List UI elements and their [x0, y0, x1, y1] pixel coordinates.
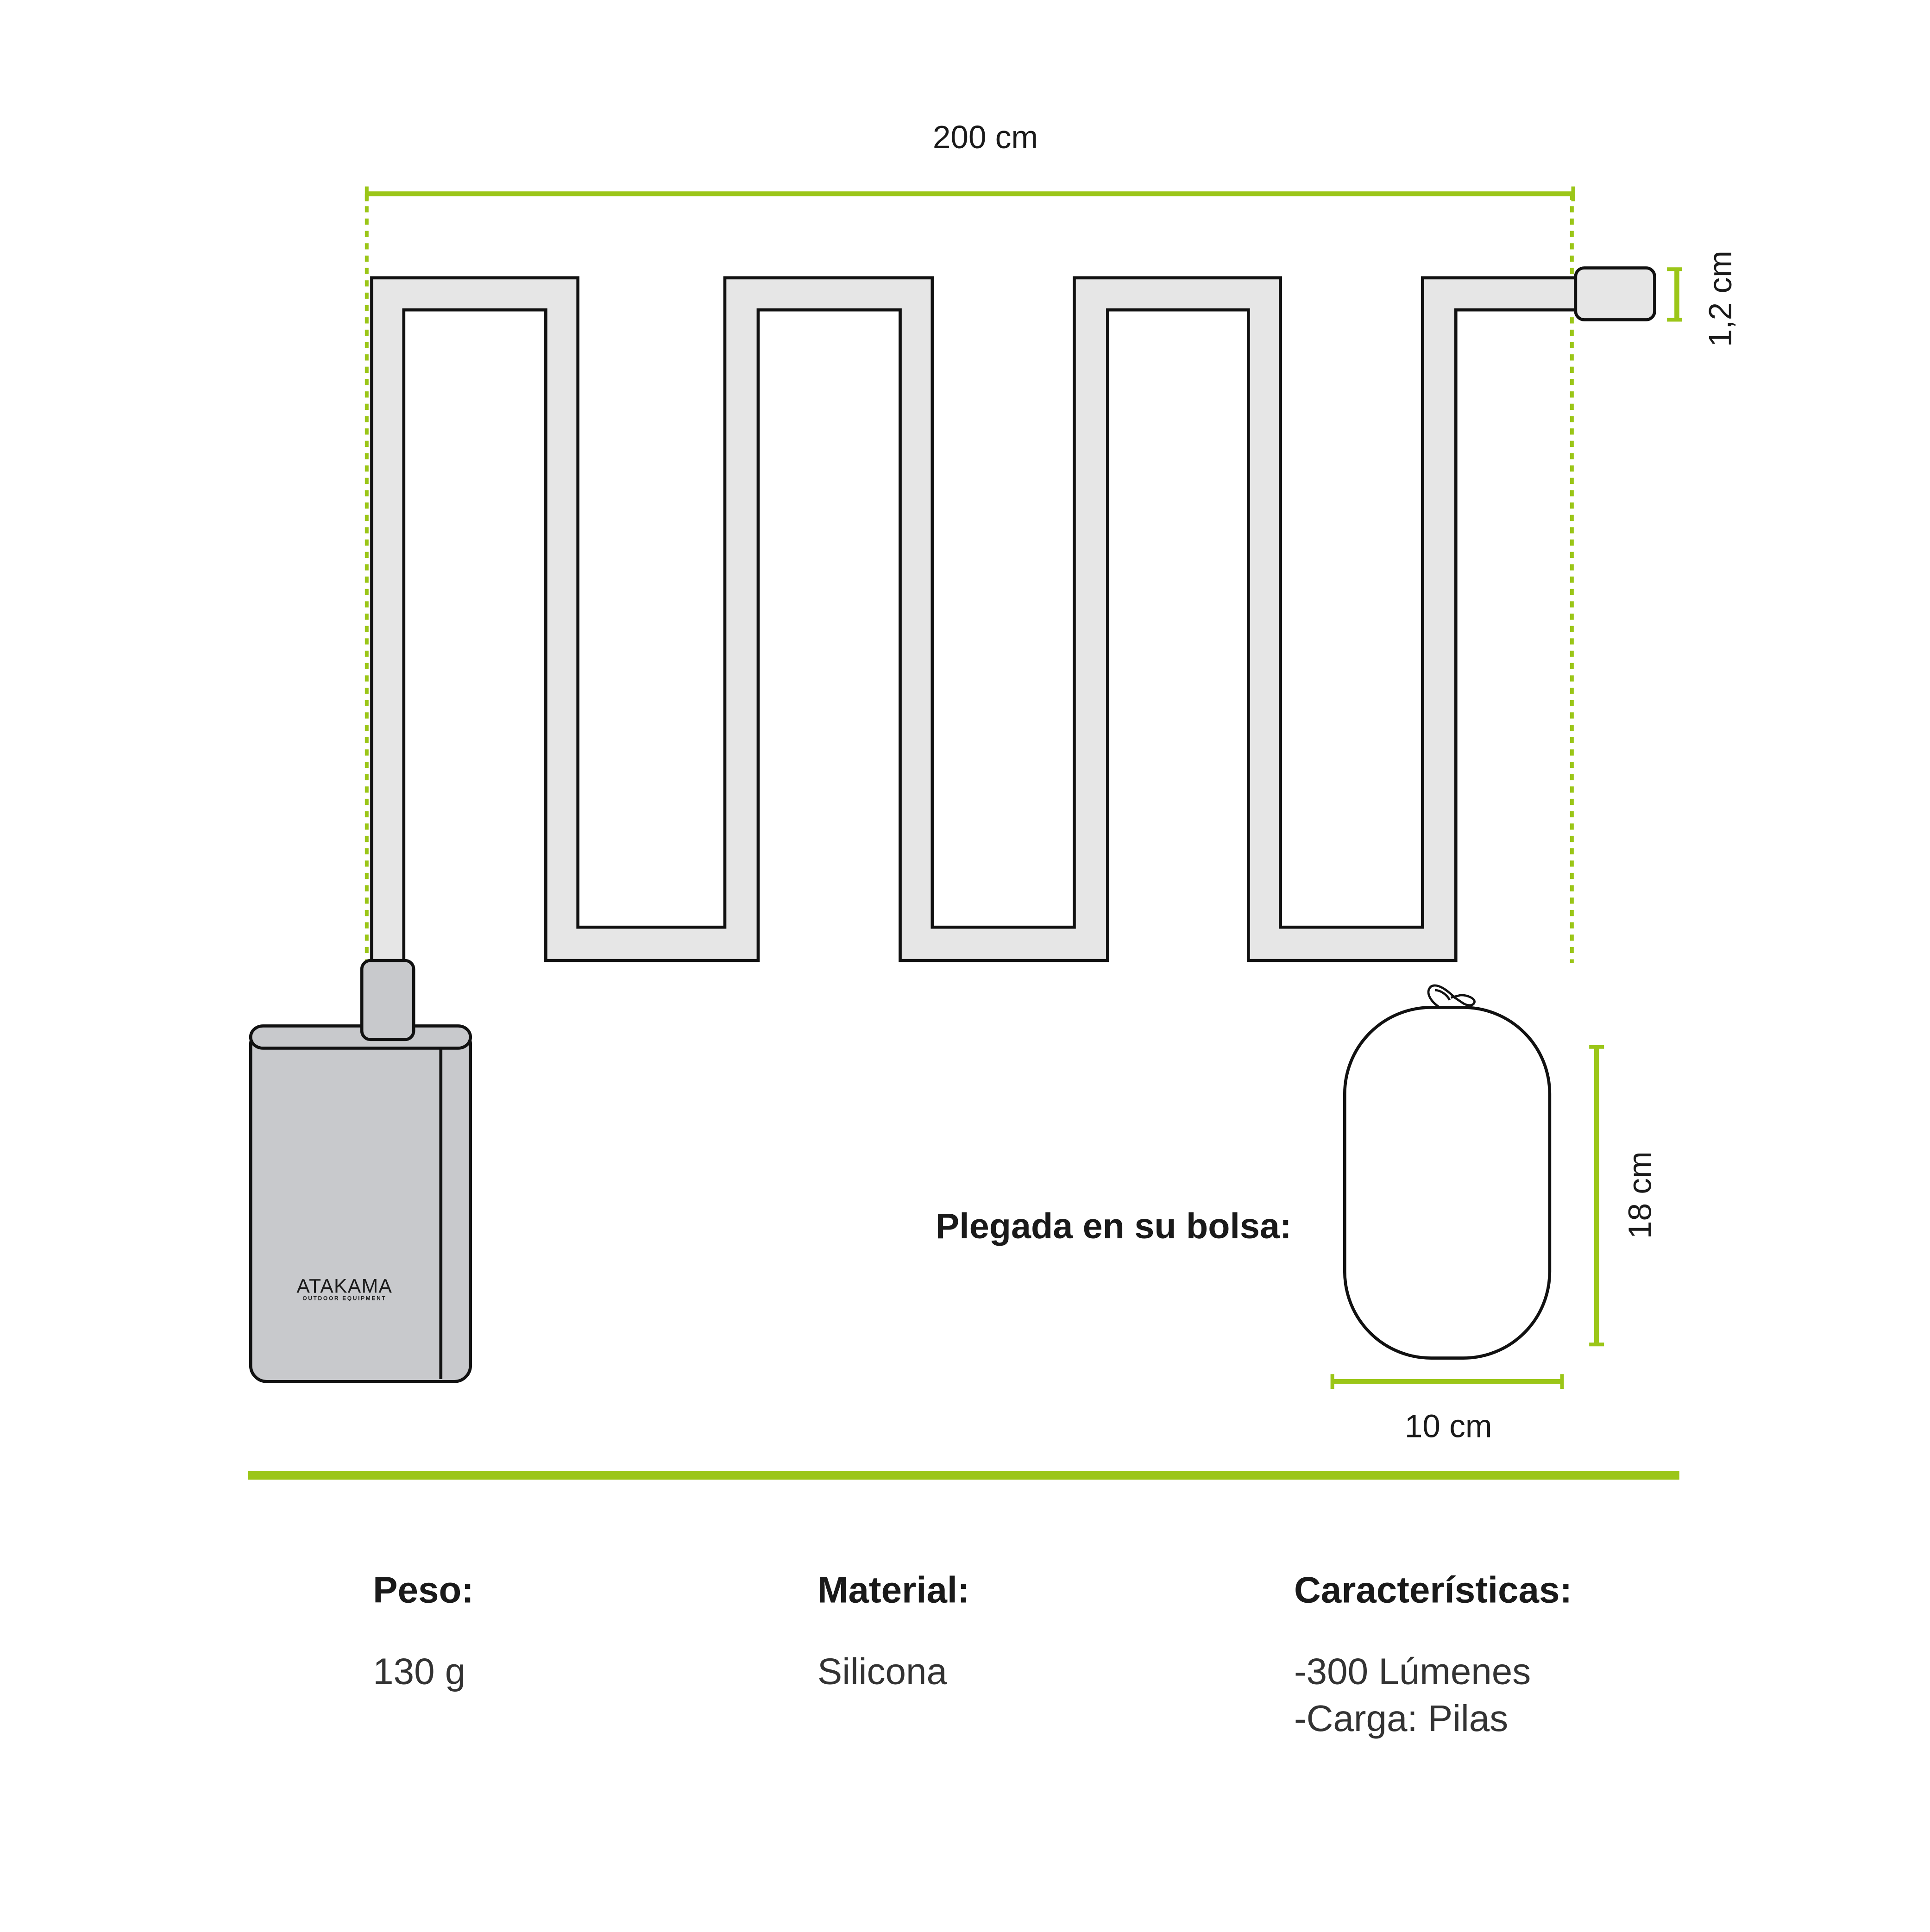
bag-width-label: 10 cm: [1405, 1408, 1492, 1444]
bag-body: [1343, 1006, 1552, 1360]
brand-logo: ATAKAMA: [296, 1275, 392, 1297]
length-label: 200 cm: [933, 119, 1038, 155]
battery-box: ATAKAMA OUTDOOR EQUIPMENT: [249, 1024, 472, 1383]
spec-weight-value: 130 g: [373, 1650, 465, 1692]
light-strip: [370, 276, 1578, 965]
spec-weight: Peso: 130 g: [373, 1569, 474, 1692]
carry-bag: [1343, 984, 1552, 1360]
battery-box-top-lip: [249, 1024, 472, 1050]
thickness-dimension: 1,2 cm: [1667, 251, 1738, 347]
spec-material: Material: Silicona: [817, 1569, 970, 1692]
light-strip-body: [370, 276, 1578, 965]
strip-connector: [360, 959, 415, 1041]
length-dimension: 200 cm: [365, 119, 1575, 963]
folded-label: Plegada en su bolsa:: [936, 1206, 1292, 1246]
bag-width-dimension: 10 cm: [1330, 1374, 1564, 1444]
spec-material-label: Material:: [817, 1569, 970, 1611]
bag-height-dimension: 18 cm: [1589, 1045, 1658, 1347]
bag-drawstring-icon: [1427, 984, 1476, 1009]
bag-height-label: 18 cm: [1622, 1151, 1658, 1239]
end-cap: [1574, 266, 1656, 321]
spec-features: Características: -300 Lúmenes -Carga: Pi…: [1294, 1569, 1572, 1739]
spec-feature-item: -300 Lúmenes: [1294, 1650, 1531, 1692]
spec-material-value: Silicona: [817, 1650, 948, 1692]
spec-feature-item: -Carga: Pilas: [1294, 1698, 1508, 1739]
spec-weight-label: Peso:: [373, 1569, 474, 1611]
battery-box-body: [249, 1027, 472, 1383]
thickness-label: 1,2 cm: [1702, 251, 1738, 347]
spec-features-label: Características:: [1294, 1569, 1572, 1611]
brand-tagline: OUTDOOR EQUIPMENT: [302, 1295, 386, 1301]
